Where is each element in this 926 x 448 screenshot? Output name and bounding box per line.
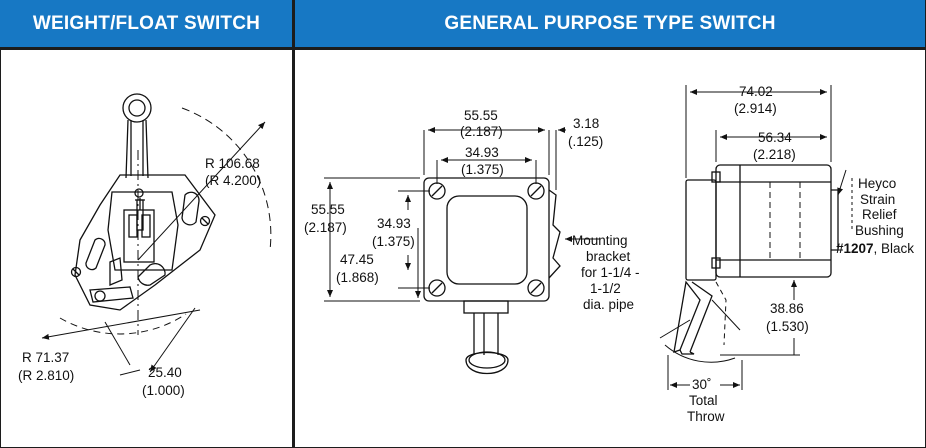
side-view-labels: 74.02 (2.914) 56.34 (2.218) Heyco Strain… xyxy=(687,84,914,424)
label-bushing-color: , Black xyxy=(874,241,915,256)
label-bushing-note-2: Relief xyxy=(862,207,897,222)
front-view-labels: 55.55 (2.187) 3.18 (.125) 34.93 (1.375) … xyxy=(304,108,640,312)
label-v-hole-mm: 34.93 xyxy=(377,216,411,231)
label-r-outer-in: (R 4.200) xyxy=(205,173,261,188)
label-r-inner-mm: R 71.37 xyxy=(22,350,69,365)
label-width-in: (2.187) xyxy=(460,124,503,139)
label-height-in: (2.187) xyxy=(304,220,347,235)
label-v-mount-in: (1.868) xyxy=(336,270,379,285)
header-general-purpose-switch: GENERAL PURPOSE TYPE SWITCH xyxy=(295,0,925,47)
label-height-mm: 55.55 xyxy=(311,202,345,217)
label-throw-1: Throw xyxy=(687,409,725,424)
header-underline xyxy=(0,47,926,50)
label-bushing-note-1: Strain xyxy=(860,192,895,207)
label-v-hole-in: (1.375) xyxy=(372,234,415,249)
label-body-in: (2.218) xyxy=(753,147,796,162)
label-throw-0: Total xyxy=(689,393,718,408)
label-bushing-note-3: Bushing xyxy=(855,223,904,238)
label-offset-mm: 25.40 xyxy=(148,365,182,380)
label-bracket-note-3: 1-1/2 xyxy=(590,281,621,296)
label-bushing-part-number: #1207 xyxy=(836,241,874,256)
label-throw-angle: 30˚ xyxy=(692,377,712,392)
float-switch-labels: R 106.68 (R 4.200) R 71.37 (R 2.810) 25.… xyxy=(18,156,261,398)
label-r-inner-in: (R 2.810) xyxy=(18,368,74,383)
header-weight-float-switch: WEIGHT/FLOAT SWITCH xyxy=(0,0,293,47)
label-bracket-in: (.125) xyxy=(568,134,603,149)
label-bushing-part: #1207, Black xyxy=(836,241,914,256)
side-view-drawing xyxy=(659,85,853,390)
label-width-mm: 55.55 xyxy=(464,108,498,123)
label-lever-in: (1.530) xyxy=(766,319,809,334)
column-divider xyxy=(292,0,295,448)
label-hole-spacing-mm: 34.93 xyxy=(465,145,499,160)
label-length-mm: 74.02 xyxy=(739,84,773,99)
label-bracket-note-0: Mounting xyxy=(572,233,628,248)
label-r-outer-mm: R 106.68 xyxy=(205,156,260,171)
label-body-mm: 56.34 xyxy=(758,130,792,145)
label-length-in: (2.914) xyxy=(734,101,777,116)
label-offset-in: (1.000) xyxy=(142,383,185,398)
label-v-mount-mm: 47.45 xyxy=(340,252,374,267)
front-view-drawing xyxy=(324,127,600,374)
label-bracket-note-2: for 1-1/4 - xyxy=(581,265,640,280)
label-bushing-note-0: Heyco xyxy=(858,176,896,191)
label-bracket-note-4: dia. pipe xyxy=(583,297,634,312)
label-lever-mm: 38.86 xyxy=(770,301,804,316)
label-bracket-mm: 3.18 xyxy=(573,116,599,131)
label-bracket-note-1: bracket xyxy=(586,249,631,264)
label-hole-spacing-in: (1.375) xyxy=(461,162,504,177)
float-switch-drawing xyxy=(41,93,272,376)
